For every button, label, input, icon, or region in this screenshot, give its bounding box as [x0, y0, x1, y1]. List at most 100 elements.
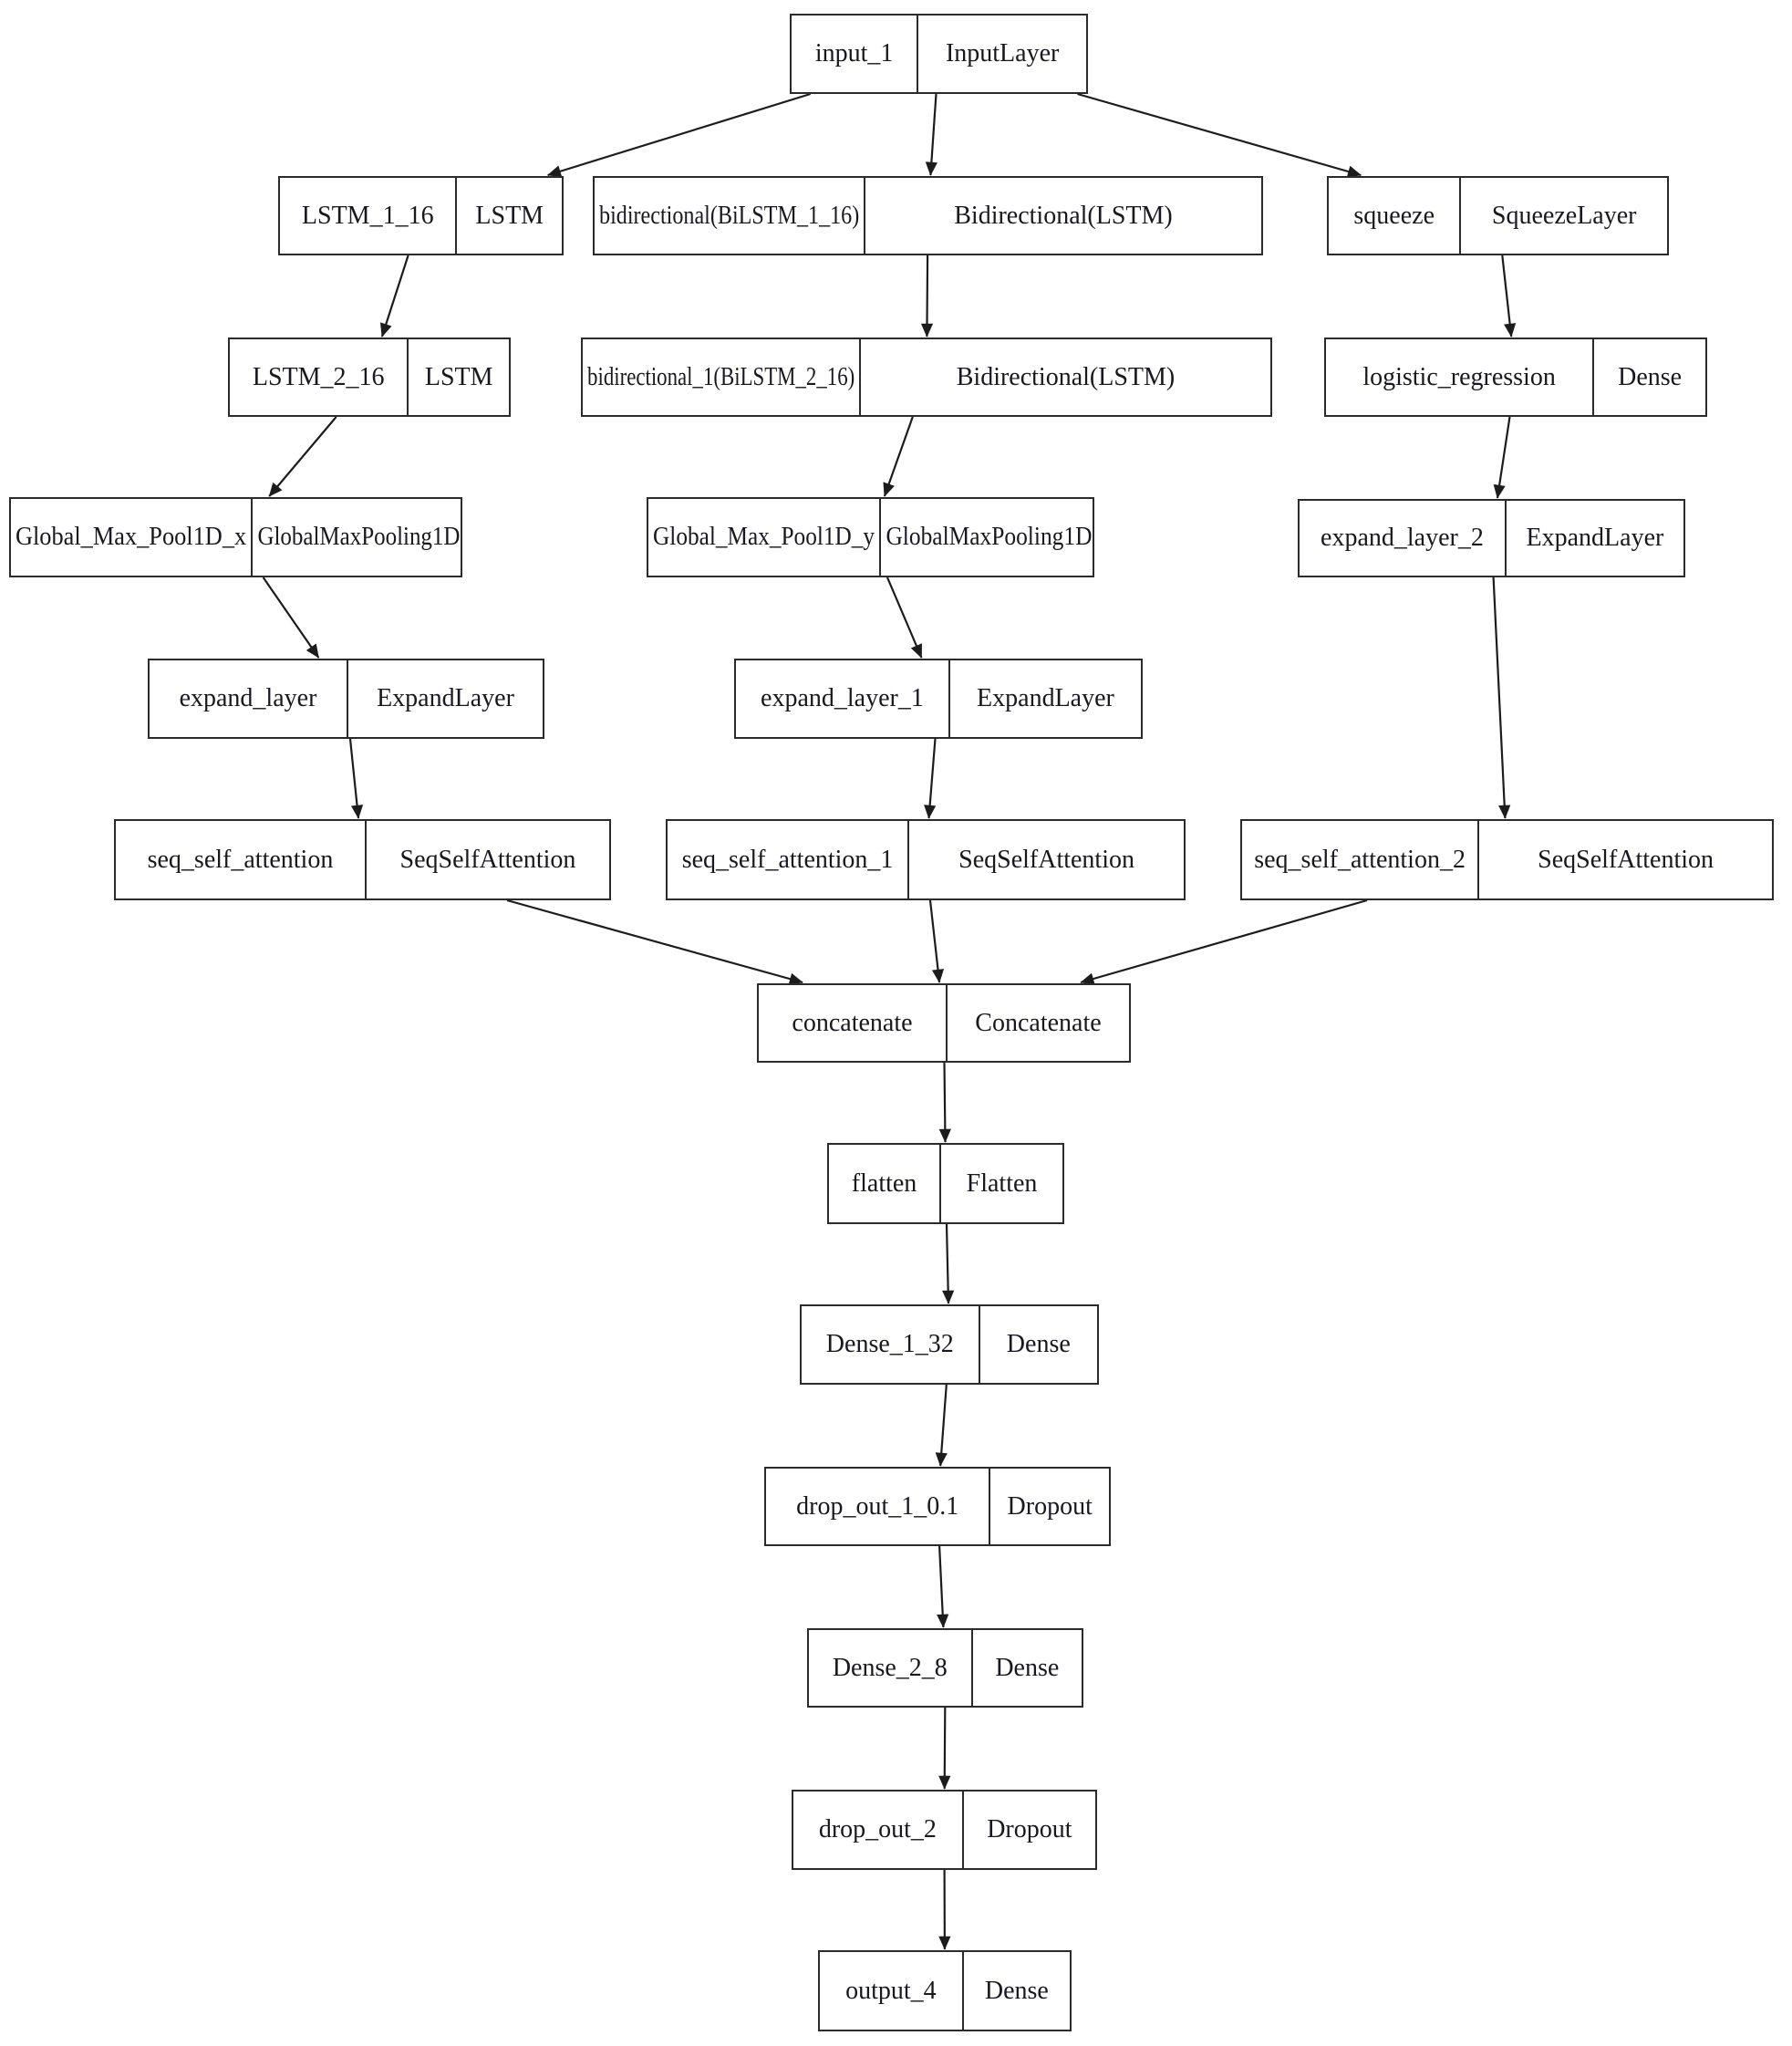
edge-bilstm_2-to-gmp_y — [883, 416, 914, 497]
layer-type-cell: ExpandLayer — [948, 660, 1141, 737]
layer-name-cell: LSTM_1_16 — [280, 178, 455, 254]
layer-type-cell: Concatenate — [945, 985, 1129, 1061]
layer-name-cell: drop_out_2 — [793, 1792, 962, 1868]
layer-type: LSTM — [475, 201, 544, 230]
layer-name-cell: seq_self_attention — [116, 821, 365, 898]
layer-name: flatten — [851, 1168, 917, 1198]
layer-type: GlobalMaxPooling1D — [886, 523, 1093, 551]
layer-name-cell: squeeze — [1329, 178, 1459, 254]
edge-lstm_2_16-to-gmp_x — [268, 416, 337, 497]
layer-node-expand_layer_1: expand_layer_1 ExpandLayer — [734, 659, 1143, 739]
layer-name: output_4 — [845, 1976, 937, 2005]
layer-type-cell: Dense — [978, 1306, 1097, 1383]
layer-type-cell: ExpandLayer — [1504, 501, 1683, 576]
layer-node-output_4: output_4 Dense — [818, 1950, 1072, 2031]
layer-node-input_1: input_1 InputLayer — [790, 14, 1088, 94]
layer-name-cell: flatten — [829, 1145, 939, 1222]
layer-name-cell: bidirectional(BiLSTM_1_16) — [595, 178, 864, 254]
layer-type-cell: Dropout — [961, 1792, 1095, 1868]
layer-name-cell: Dense_2_8 — [809, 1630, 971, 1706]
layer-type: SqueezeLayer — [1491, 201, 1637, 230]
layer-type: Concatenate — [975, 1008, 1102, 1037]
edge-ssa_1-to-concatenate — [928, 899, 945, 983]
edge-dense_1_32-to-drop_out_1 — [935, 1384, 948, 1467]
edge-logistic_regression-to-expand_layer_2 — [1493, 416, 1511, 499]
layer-name: expand_layer_1 — [761, 684, 924, 712]
layer-type: LSTM — [424, 362, 493, 391]
layer-type-cell: GlobalMaxPooling1D — [251, 499, 464, 576]
layer-name: seq_self_attention_2 — [1254, 845, 1466, 874]
layer-type-cell: Bidirectional(LSTM) — [864, 178, 1261, 254]
edge-input_1-to-squeeze — [1077, 92, 1362, 178]
layer-type: ExpandLayer — [1526, 524, 1664, 552]
edge-expand_layer-to-ssa_0 — [348, 738, 364, 819]
layer-node-ssa_0: seq_self_attention SeqSelfAttention — [114, 819, 611, 900]
layer-type-cell: Flatten — [939, 1145, 1062, 1222]
layer-type-cell: ExpandLayer — [346, 660, 543, 737]
layer-type: Flatten — [966, 1168, 1038, 1198]
layer-type-cell: Dense — [970, 1630, 1082, 1706]
edge-concatenate-to-flatten — [938, 1062, 951, 1143]
layer-name-cell: Global_Max_Pool1D_x — [11, 499, 251, 576]
edge-drop_out_1-to-dense_2_8 — [937, 1545, 949, 1628]
edge-expand_layer_1-to-ssa_1 — [924, 738, 937, 819]
layer-type-cell: SeqSelfAttention — [907, 821, 1184, 898]
layer-type-cell: SeqSelfAttention — [364, 821, 609, 898]
layer-node-lstm_2_16: LSTM_2_16 LSTM — [228, 338, 511, 417]
layer-name-cell: concatenate — [759, 985, 946, 1061]
layer-node-bilstm_1: bidirectional(BiLSTM_1_16) Bidirectional(… — [593, 176, 1263, 255]
layer-type: GlobalMaxPooling1D — [257, 523, 461, 551]
layer-type-cell: InputLayer — [917, 16, 1086, 92]
edge-flatten-to-dense_1_32 — [942, 1223, 955, 1304]
layer-name: LSTM_1_16 — [301, 201, 434, 230]
layer-name: expand_layer — [179, 684, 317, 712]
layer-name-cell: expand_layer_1 — [736, 660, 948, 737]
layer-node-gmp_y: Global_Max_Pool1D_y GlobalMaxPooling1D — [647, 497, 1094, 577]
edge-ssa_2-to-concatenate — [1080, 898, 1368, 985]
layer-name: bidirectional_1(BiLSTM_2_16) — [586, 362, 855, 391]
layer-name: LSTM_2_16 — [252, 362, 385, 391]
layer-name-cell: LSTM_2_16 — [230, 339, 407, 415]
edge-input_1-to-lstm_1_16 — [546, 92, 812, 178]
layer-type: ExpandLayer — [977, 684, 1114, 712]
layer-type: Dense — [984, 1976, 1049, 2005]
layer-name-cell: output_4 — [820, 1952, 962, 2030]
layer-type: Dropout — [1007, 1491, 1093, 1521]
layer-name: Dense_2_8 — [832, 1653, 948, 1682]
layer-type: Bidirectional(LSTM) — [954, 201, 1173, 230]
layer-node-bilstm_2: bidirectional_1(BiLSTM_2_16)Bidirectiona… — [581, 338, 1272, 417]
layer-name: input_1 — [814, 39, 894, 68]
layer-node-expand_layer_2: expand_layer_2 ExpandLayer — [1298, 499, 1685, 577]
layer-name: drop_out_2 — [818, 1815, 937, 1843]
layer-node-ssa_1: seq_self_attention_1 SeqSelfAttention — [666, 819, 1186, 900]
layer-name-cell: bidirectional_1(BiLSTM_2_16) — [583, 339, 859, 415]
layer-type-cell: LSTM — [407, 339, 509, 415]
layer-name: seq_self_attention — [147, 845, 334, 874]
layer-name: Global_Max_Pool1D_y — [653, 523, 875, 551]
layer-name: seq_self_attention_1 — [681, 845, 894, 874]
layer-name-cell: expand_layer_2 — [1300, 501, 1505, 576]
layer-type-cell: GlobalMaxPooling1D — [879, 499, 1096, 576]
layer-type: Dropout — [987, 1815, 1072, 1843]
edge-squeeze-to-logistic_regression — [1501, 254, 1517, 338]
layer-name-cell: expand_layer — [150, 660, 347, 737]
layer-node-drop_out_1: drop_out_1_0.1 Dropout — [764, 1467, 1111, 1546]
layer-type-cell: Dense — [1592, 339, 1705, 415]
layer-name-cell: drop_out_1_0.1 — [766, 1469, 989, 1544]
layer-type: Dense — [995, 1653, 1060, 1682]
layer-name: drop_out_1_0.1 — [796, 1491, 959, 1521]
layer-name-cell: seq_self_attention_1 — [668, 821, 907, 898]
layer-type: InputLayer — [945, 39, 1060, 68]
edge-gmp_x-to-expand_layer — [262, 576, 320, 659]
layer-type: SeqSelfAttention — [958, 845, 1134, 874]
layer-type: Dense — [1006, 1330, 1071, 1358]
layer-type-cell: Dropout — [989, 1469, 1109, 1544]
layer-node-dense_2_8: Dense_2_8 Dense — [807, 1628, 1083, 1708]
layer-type-cell: SqueezeLayer — [1459, 178, 1667, 254]
layer-type: ExpandLayer — [377, 684, 514, 712]
layer-type: Dense — [1618, 362, 1683, 391]
